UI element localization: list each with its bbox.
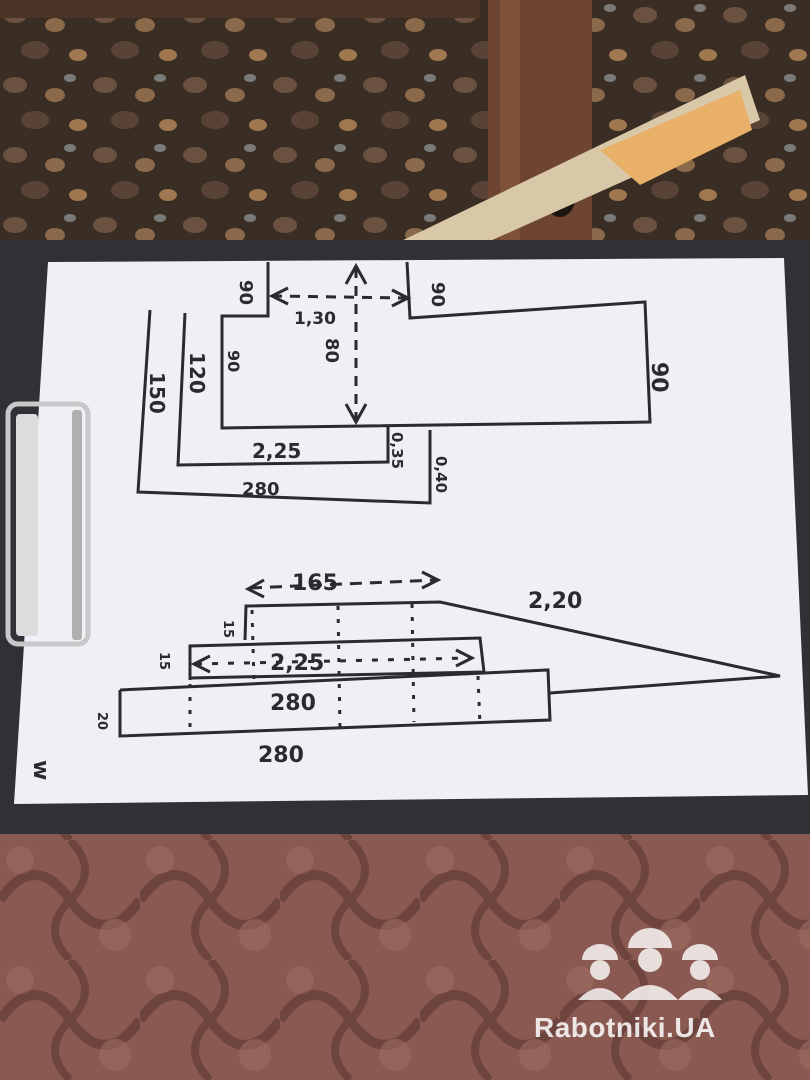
wooden-board [395, 75, 760, 250]
side-view-labels: 165 2,20 15 15 2,25 280 20 280 w [28, 571, 582, 780]
svg-text:90: 90 [646, 362, 671, 393]
svg-text:280: 280 [242, 479, 280, 500]
svg-text:0,35: 0,35 [388, 432, 406, 469]
svg-text:15: 15 [156, 652, 171, 670]
svg-text:2,25: 2,25 [270, 651, 324, 676]
clipboard-clip [5, 401, 91, 647]
svg-text:0,40: 0,40 [432, 456, 450, 493]
signature-mark: w [28, 760, 53, 780]
svg-text:280: 280 [258, 743, 304, 768]
svg-text:280: 280 [270, 691, 316, 716]
top-plan-labels: 90 1,30 80 90 90 150 120 90 2,25 0,35 28… [145, 280, 671, 500]
svg-text:120: 120 [185, 352, 209, 394]
svg-text:2,25: 2,25 [252, 439, 301, 463]
svg-text:90: 90 [427, 282, 448, 307]
svg-text:90: 90 [235, 280, 256, 305]
watermark-text: Rabotniki.UA [534, 1012, 716, 1043]
svg-text:15: 15 [220, 620, 235, 638]
svg-text:150: 150 [145, 372, 169, 414]
svg-text:2,20: 2,20 [528, 589, 582, 614]
paving-tiles [0, 820, 810, 1080]
svg-text:90: 90 [224, 350, 243, 372]
top-plan-drawing [136, 261, 652, 505]
svg-text:165: 165 [292, 571, 338, 596]
svg-text:1,30: 1,30 [294, 309, 336, 329]
side-view-drawing [118, 570, 781, 738]
worker-helmet-icon [578, 928, 722, 1000]
paper-sheet [14, 258, 808, 804]
svg-text:20: 20 [94, 712, 109, 730]
svg-text:80: 80 [321, 338, 342, 363]
